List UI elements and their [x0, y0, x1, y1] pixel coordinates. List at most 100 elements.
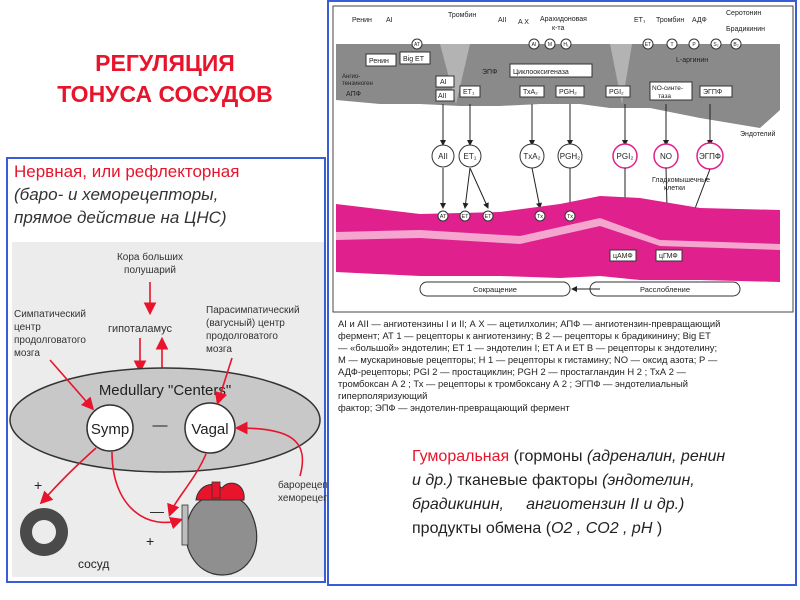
cell-gap-1	[440, 44, 470, 104]
humoral-text-2: (адреналин, ренин	[586, 448, 726, 465]
top-label-ai: AI	[386, 17, 393, 24]
top-label-acid: к-та	[552, 25, 565, 32]
mediator-aii-circle	[431, 144, 455, 168]
cyclooxygenase-box	[509, 63, 593, 78]
para-center-line-4: мозга	[206, 344, 232, 355]
smooth-receptor-circle	[482, 210, 494, 222]
symp-center-arrow	[49, 359, 95, 411]
receptor-label-m: M	[548, 42, 552, 48]
camp-box	[609, 249, 637, 262]
humoral-text-1: (гормоны	[509, 448, 587, 465]
heart-plus-sign: +	[146, 533, 154, 549]
cell-label-pgi2: PGI₂	[609, 89, 624, 96]
smooth-receptor-circle	[459, 210, 471, 222]
legend-line: фермент; АТ 1 — рецепторы к ангиотензину…	[338, 330, 711, 341]
nervous-subline-1: (баро- и хеморецепторы,	[14, 185, 219, 204]
no-synthase-box	[649, 81, 693, 101]
humoral-text-4: тканевые факторы	[452, 472, 603, 489]
cell-label-l-arginine: L-аргинин	[676, 57, 708, 64]
cgmp-box	[655, 249, 683, 262]
receptor-circle	[544, 38, 556, 50]
receptor-circle	[730, 38, 742, 50]
cell-label-egpf: ЭГПФ	[703, 89, 722, 96]
top-label-et1: ET₁	[634, 17, 646, 24]
legend-line: АДФ-рецепторы; PGI 2 — простациклин; PGH…	[338, 366, 686, 377]
mediator-pgi2: PGI₂	[617, 152, 634, 161]
symp-label: Symp	[91, 421, 129, 438]
nervous-regulation-heading: Нервная, или рефлекторная (баро- и хемор…	[14, 160, 322, 229]
cell-label-big-et: Big ET	[403, 56, 425, 63]
receptor-arrow	[531, 167, 542, 209]
medullary-ellipse	[9, 367, 321, 473]
cell-label-cyclooxygenase: Циклооксигеназа	[513, 69, 569, 76]
humoral-lead: Гуморальная	[412, 448, 510, 465]
mediator-et1-circle	[458, 144, 482, 168]
receptor-label-s2: S₂	[713, 42, 718, 48]
mediator-pgh2: PGH₂	[560, 152, 580, 161]
humoral-regulation-text: Гуморальная (гормоны (адреналин, ренин и…	[412, 445, 792, 541]
receptor-circle	[688, 38, 700, 50]
receptor-row: AT AI M H₁ ET T P S₂ B₂	[411, 38, 742, 50]
pgi2-box	[605, 85, 631, 98]
para-center-line-1: Парасимпатический	[206, 305, 300, 316]
renin-box	[365, 53, 397, 67]
smooth-muscle-label-1: Гладкомышечные	[652, 177, 710, 184]
cell-label-epf: ЭПФ	[482, 69, 497, 76]
txa2-box	[519, 85, 545, 98]
receptor-label-ai: AI	[532, 42, 537, 48]
cell-label-aii: AII	[438, 93, 447, 100]
medullary-label: Medullary "Centers"	[99, 382, 231, 399]
para-center-arrow	[214, 357, 233, 406]
humoral-text-6: брадикинин, ангиотензин II и др.)	[412, 496, 685, 513]
cell-label-txa2: ТхА₂	[523, 89, 538, 96]
para-center-line-2: (вагусный) центр	[206, 318, 285, 329]
title-line-2: ТОНУСА СОСУДОВ	[57, 81, 273, 107]
para-center-line-3: продолговатого	[206, 331, 278, 342]
cell-label-renin: Ренин	[369, 58, 389, 65]
smooth-receptor-circle	[437, 210, 449, 222]
receptor-label-et: ET	[645, 42, 651, 48]
humoral-text-3: и др.)	[412, 472, 453, 489]
cortex-label-2: полушарий	[124, 265, 176, 276]
cortex-label-1: Кора больших	[117, 251, 183, 263]
humoral-text-8: O2 , CO2 , pH	[551, 520, 653, 537]
legend-line: фактор; ЭПФ — эндотелин-превращающий фер…	[338, 402, 570, 413]
cell-gap-2	[610, 44, 632, 104]
cell-label-angio: Ангио-	[342, 74, 360, 80]
receptor-circle	[560, 38, 572, 50]
cell-label-pgh2: PGH₂	[559, 89, 577, 96]
nervous-subline-2: прямое действие на ЦНС)	[14, 208, 227, 227]
top-label-arachidonic: Арахидоновая	[540, 16, 587, 23]
top-label-serotonin: Серотонин	[726, 10, 761, 17]
contraction-label: Сокращение	[473, 285, 517, 294]
afferent-arrow	[234, 421, 304, 477]
smooth-receptor-tx-2: Tx	[567, 214, 573, 220]
vagal-heart-arrow	[167, 453, 207, 518]
cell-label-apf: АПФ	[346, 91, 361, 98]
vessel-label: сосуд	[78, 557, 109, 571]
legend-line: AI и AII — ангиотензины I и II; А Х — ац…	[338, 318, 721, 329]
symp-vessel-arrow	[39, 447, 97, 505]
cell-label-ai: AI	[440, 79, 447, 86]
legend-line: М — мускариновые рецепторы; Н 1 — рецепт…	[338, 354, 718, 365]
receptor-circle	[642, 38, 654, 50]
heart-icon	[181, 481, 258, 576]
symp-circle	[86, 404, 134, 452]
top-label-adp: АДФ	[692, 17, 707, 24]
mediator-egpf: ЭГПФ	[699, 152, 721, 161]
receptor-circle	[710, 38, 722, 50]
inhibition-sign: —	[153, 417, 168, 434]
smooth-receptor-circle	[534, 210, 546, 222]
nervous-heading-line: Нервная, или рефлекторная	[14, 162, 240, 181]
cell-label-angiotensinogen: тензиноген	[342, 81, 373, 87]
top-label-ax: A X	[518, 19, 529, 26]
smooth-muscle-stripe	[336, 218, 780, 250]
top-label-thrombin2: Тромбин	[656, 16, 684, 24]
abbreviation-legend: AI и AII — ангиотензины I и II; А Х — ац…	[338, 318, 790, 414]
receptor-label-at: AT	[414, 42, 420, 48]
receptor-arrow	[469, 167, 489, 209]
humoral-text-5: (эндотелин,	[602, 472, 695, 489]
receptor-arrow	[462, 167, 471, 209]
egpf-box	[699, 85, 733, 98]
